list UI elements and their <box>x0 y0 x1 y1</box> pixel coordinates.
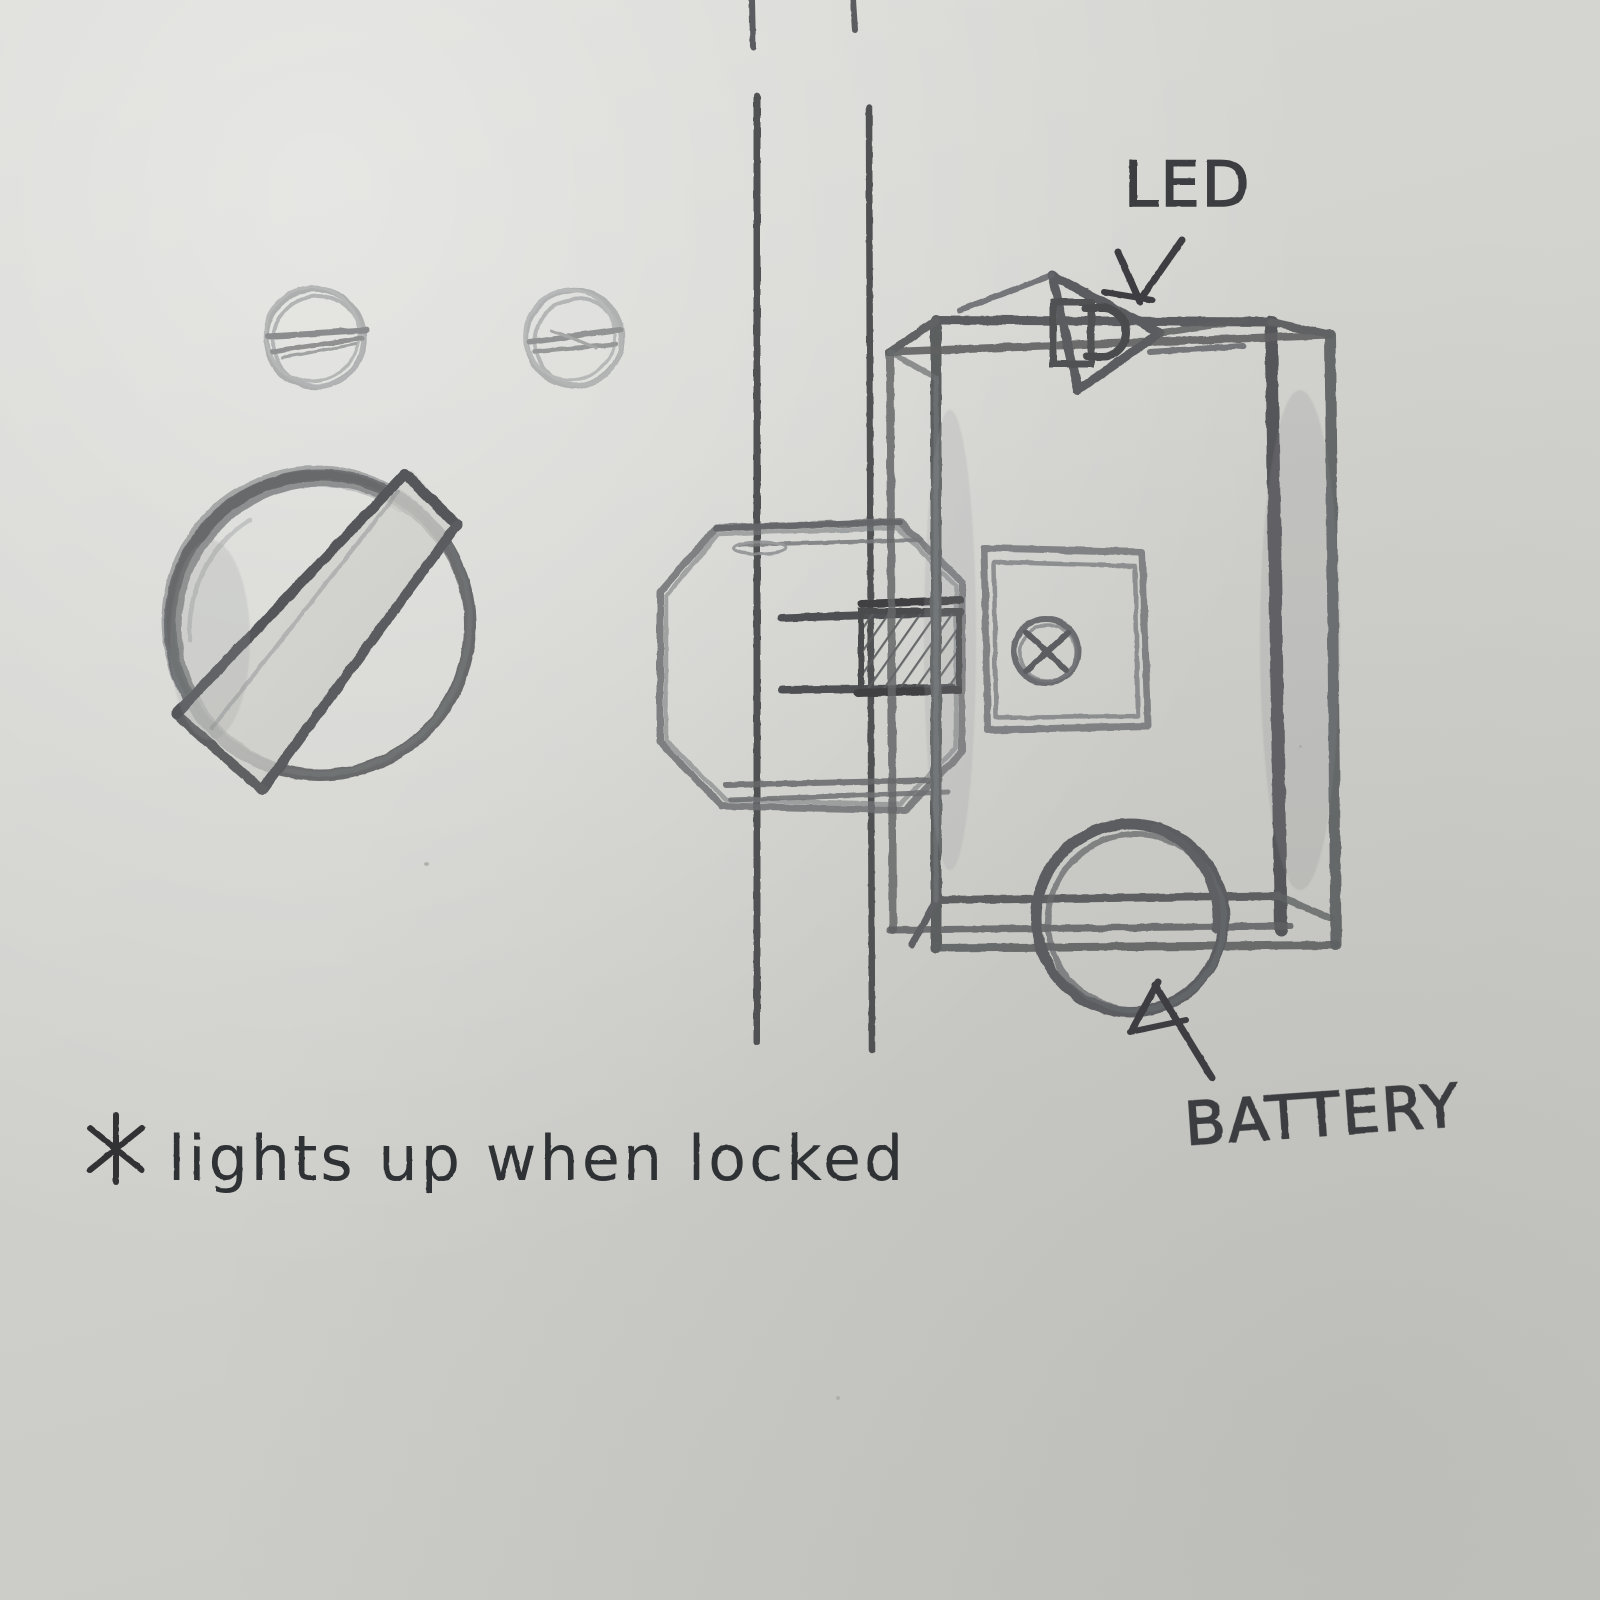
asterisk-icon <box>87 1112 145 1185</box>
paper-speck <box>424 862 429 866</box>
footnote-text: lights up when locked <box>168 1122 906 1195</box>
led-callout: LED <box>1101 147 1251 306</box>
footnote-note: lights up when locked <box>87 1112 906 1195</box>
battery-cell <box>1030 818 1230 1018</box>
phillips-screw-icon <box>1011 616 1081 686</box>
screw-top-left <box>263 285 369 390</box>
battery-callout: BATTERY <box>1127 978 1463 1161</box>
body-cover-plate <box>980 544 1152 734</box>
screw-top-right <box>523 287 625 389</box>
pencil-smudges <box>170 390 1340 890</box>
battery-label: BATTERY <box>1182 1071 1462 1160</box>
door-jamb-gap <box>749 0 876 1054</box>
led-emitter <box>957 270 1249 395</box>
led-label: LED <box>1124 148 1251 221</box>
paper-speck <box>836 1396 840 1400</box>
